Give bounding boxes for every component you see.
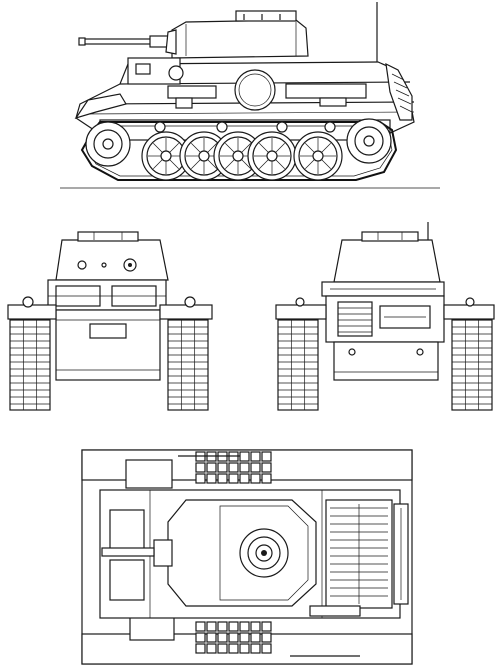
front-view: [7, 231, 213, 411]
rear-turret: [333, 239, 441, 283]
front-fender-left: [7, 304, 57, 320]
top-stowage-box-upper: [125, 459, 173, 489]
road-wheel: [247, 131, 297, 181]
front-track-left: [9, 319, 51, 411]
front-turret: [55, 239, 169, 281]
idler-wheel: [346, 118, 392, 164]
top-driver-hatch: [109, 509, 145, 551]
top-commander-cupola: [239, 528, 289, 578]
turret: [165, 10, 309, 59]
front-headlight-left: [22, 296, 34, 308]
top-radio-hatch: [109, 559, 145, 601]
top-jack-block: [309, 605, 361, 617]
top-engine-grille-lower: [195, 621, 272, 654]
road-wheels: [141, 131, 343, 181]
rear-fender-right: [443, 304, 495, 320]
front-track-right: [167, 319, 209, 411]
rear-lower-hull: [333, 341, 439, 381]
top-view: [81, 449, 413, 665]
hull-superstructure: [74, 57, 415, 141]
front-cupola: [77, 231, 139, 242]
front-headlight-right: [184, 296, 196, 308]
road-wheel: [293, 131, 343, 181]
rear-track-right: [451, 319, 493, 411]
side-view: [60, 2, 440, 189]
front-coax-port: [77, 260, 87, 270]
rear-exhaust-grille: [337, 301, 373, 337]
front-lower-hull: [55, 309, 161, 381]
top-gun-mantlet: [153, 539, 173, 567]
rear-tail-light-right: [465, 297, 475, 307]
drive-sprocket: [85, 121, 131, 167]
top-engine-grille-upper: [195, 451, 272, 484]
top-gun-barrel: [101, 547, 155, 557]
front-fender-right: [159, 304, 213, 320]
return-rollers: [154, 121, 336, 133]
rear-view: [275, 222, 495, 411]
rear-fender-left: [275, 304, 327, 320]
top-engine-slats: [330, 504, 388, 604]
rear-tail-light-left: [295, 297, 305, 307]
rear-track-left: [277, 319, 319, 411]
main-gun: [78, 35, 173, 48]
road-wheel: [141, 131, 191, 181]
rear-cupola: [361, 231, 419, 242]
